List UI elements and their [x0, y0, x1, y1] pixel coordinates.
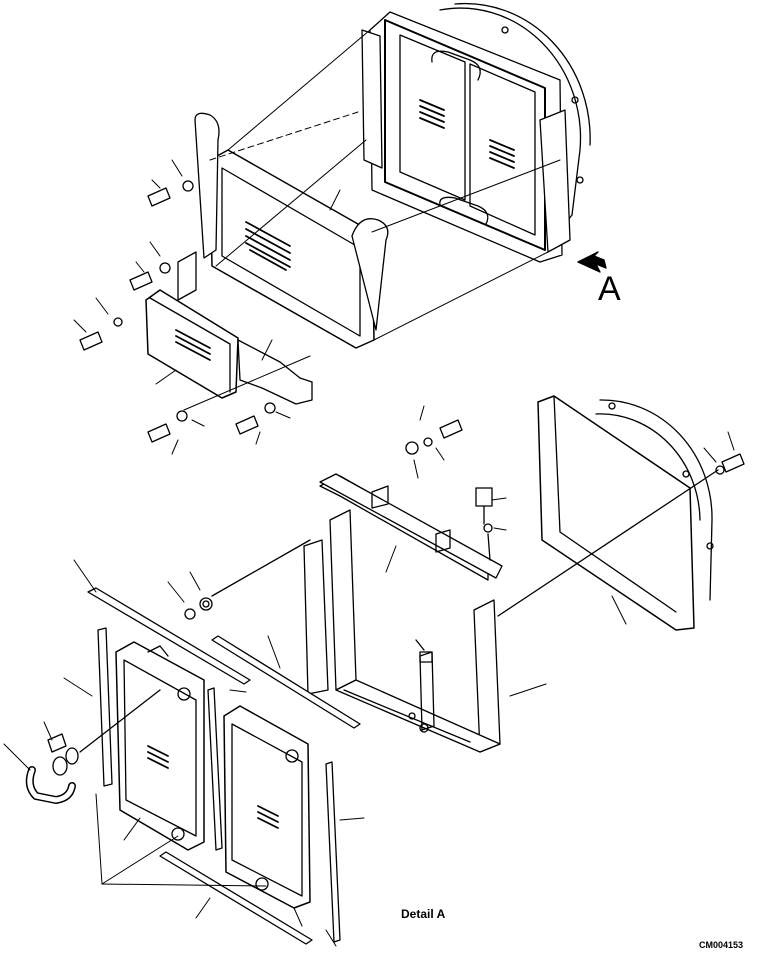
top-cover-plate [146, 290, 312, 404]
louver-vent-top-left [420, 100, 444, 128]
detail-caption: Detail A [401, 907, 446, 921]
bottom-bolts-and-washers [185, 420, 492, 650]
callout-ticks-bottom [4, 406, 734, 946]
rear-radiator-assembly [362, 4, 590, 262]
drawing-code: CM004153 [699, 940, 744, 950]
view-marker-label: A [598, 270, 621, 308]
frame-top-bar [320, 474, 502, 578]
fan-shroud [498, 396, 744, 630]
assembly-guide-lines [184, 30, 560, 410]
louver-vent-top-right [490, 140, 514, 168]
seal-strips [88, 588, 360, 944]
radiator-hose [30, 690, 160, 800]
lower-left-radiator [116, 642, 204, 850]
view-a-arrow-icon [578, 252, 606, 272]
top-bolts-and-washers [80, 181, 275, 442]
louver-vent-core [246, 222, 290, 270]
callout-ticks-top [74, 160, 340, 454]
lower-right-radiator [224, 706, 310, 908]
top-radiator-core [195, 113, 388, 348]
